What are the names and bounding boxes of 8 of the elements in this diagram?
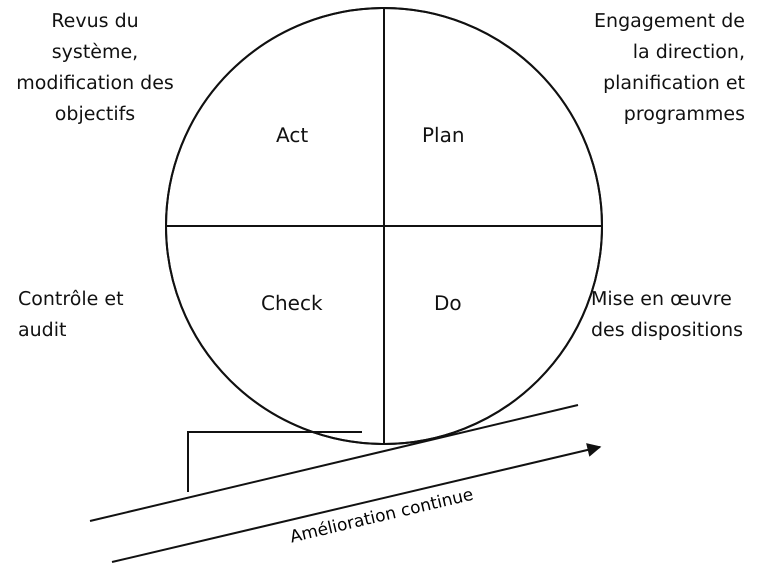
phase-label: Act: [276, 123, 308, 147]
phase-label: Do: [434, 291, 462, 315]
phase-description: Mise en œuvre des dispositions: [591, 287, 744, 343]
phase-description: Revus du système, modification des objectifs: [15, 9, 175, 127]
phase-label: Plan: [422, 123, 465, 147]
phase-label: Check: [261, 291, 323, 315]
phase-description: Contrôle et audit: [18, 287, 125, 343]
phase-description: Engagement de la direction, planification et programmes: [593, 9, 745, 127]
